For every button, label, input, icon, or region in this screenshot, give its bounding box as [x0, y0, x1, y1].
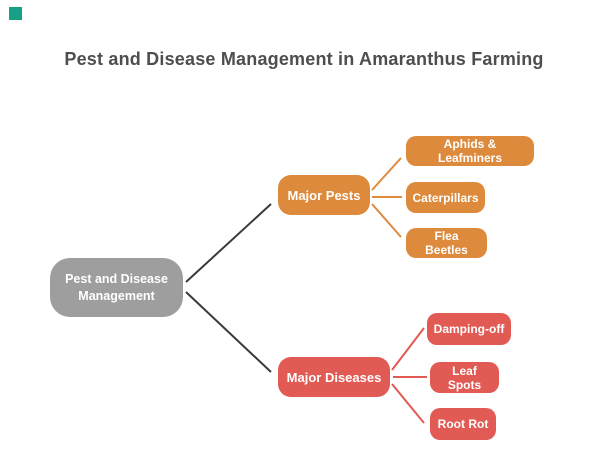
node-caterpillars-label: Caterpillars	[412, 190, 479, 205]
node-aphids-leafminers: Aphids & Leafminers	[406, 136, 534, 166]
node-root-rot: Root Rot	[430, 408, 496, 440]
node-leaf-spots: Leaf Spots	[430, 362, 499, 393]
connector-diseases-root-rot	[391, 383, 425, 424]
connector-root-pests	[185, 203, 272, 283]
page-title: Pest and Disease Management in Amaranthu…	[64, 49, 544, 69]
node-major-pests-label: Major Pests	[287, 187, 361, 203]
node-caterpillars: Caterpillars	[406, 182, 485, 213]
node-flea-beetles: Flea Beetles	[406, 228, 487, 258]
node-flea-beetles-label: Flea Beetles	[425, 229, 468, 257]
node-major-pests: Major Pests	[278, 175, 370, 215]
node-root: Pest and Disease Management	[50, 258, 183, 317]
node-major-diseases-label: Major Diseases	[286, 369, 382, 385]
node-major-diseases: Major Diseases	[278, 357, 390, 397]
node-root-rot-label: Root Rot	[437, 417, 489, 431]
node-aphids-leafminers-label: Aphids & Leafminers	[437, 137, 503, 165]
node-leaf-spots-label: Leaf Spots	[447, 363, 482, 392]
connector-root-diseases	[185, 291, 272, 373]
node-damping-off: Damping-off	[427, 313, 511, 345]
connector-pests-flea-beetles	[371, 203, 402, 238]
connector-diseases-damping-off	[391, 327, 425, 371]
node-damping-off-label: Damping-off	[433, 322, 505, 336]
node-root-label: Pest and Disease Management	[65, 271, 168, 303]
brand-square	[9, 7, 22, 20]
connector-pests-aphids	[371, 157, 402, 191]
